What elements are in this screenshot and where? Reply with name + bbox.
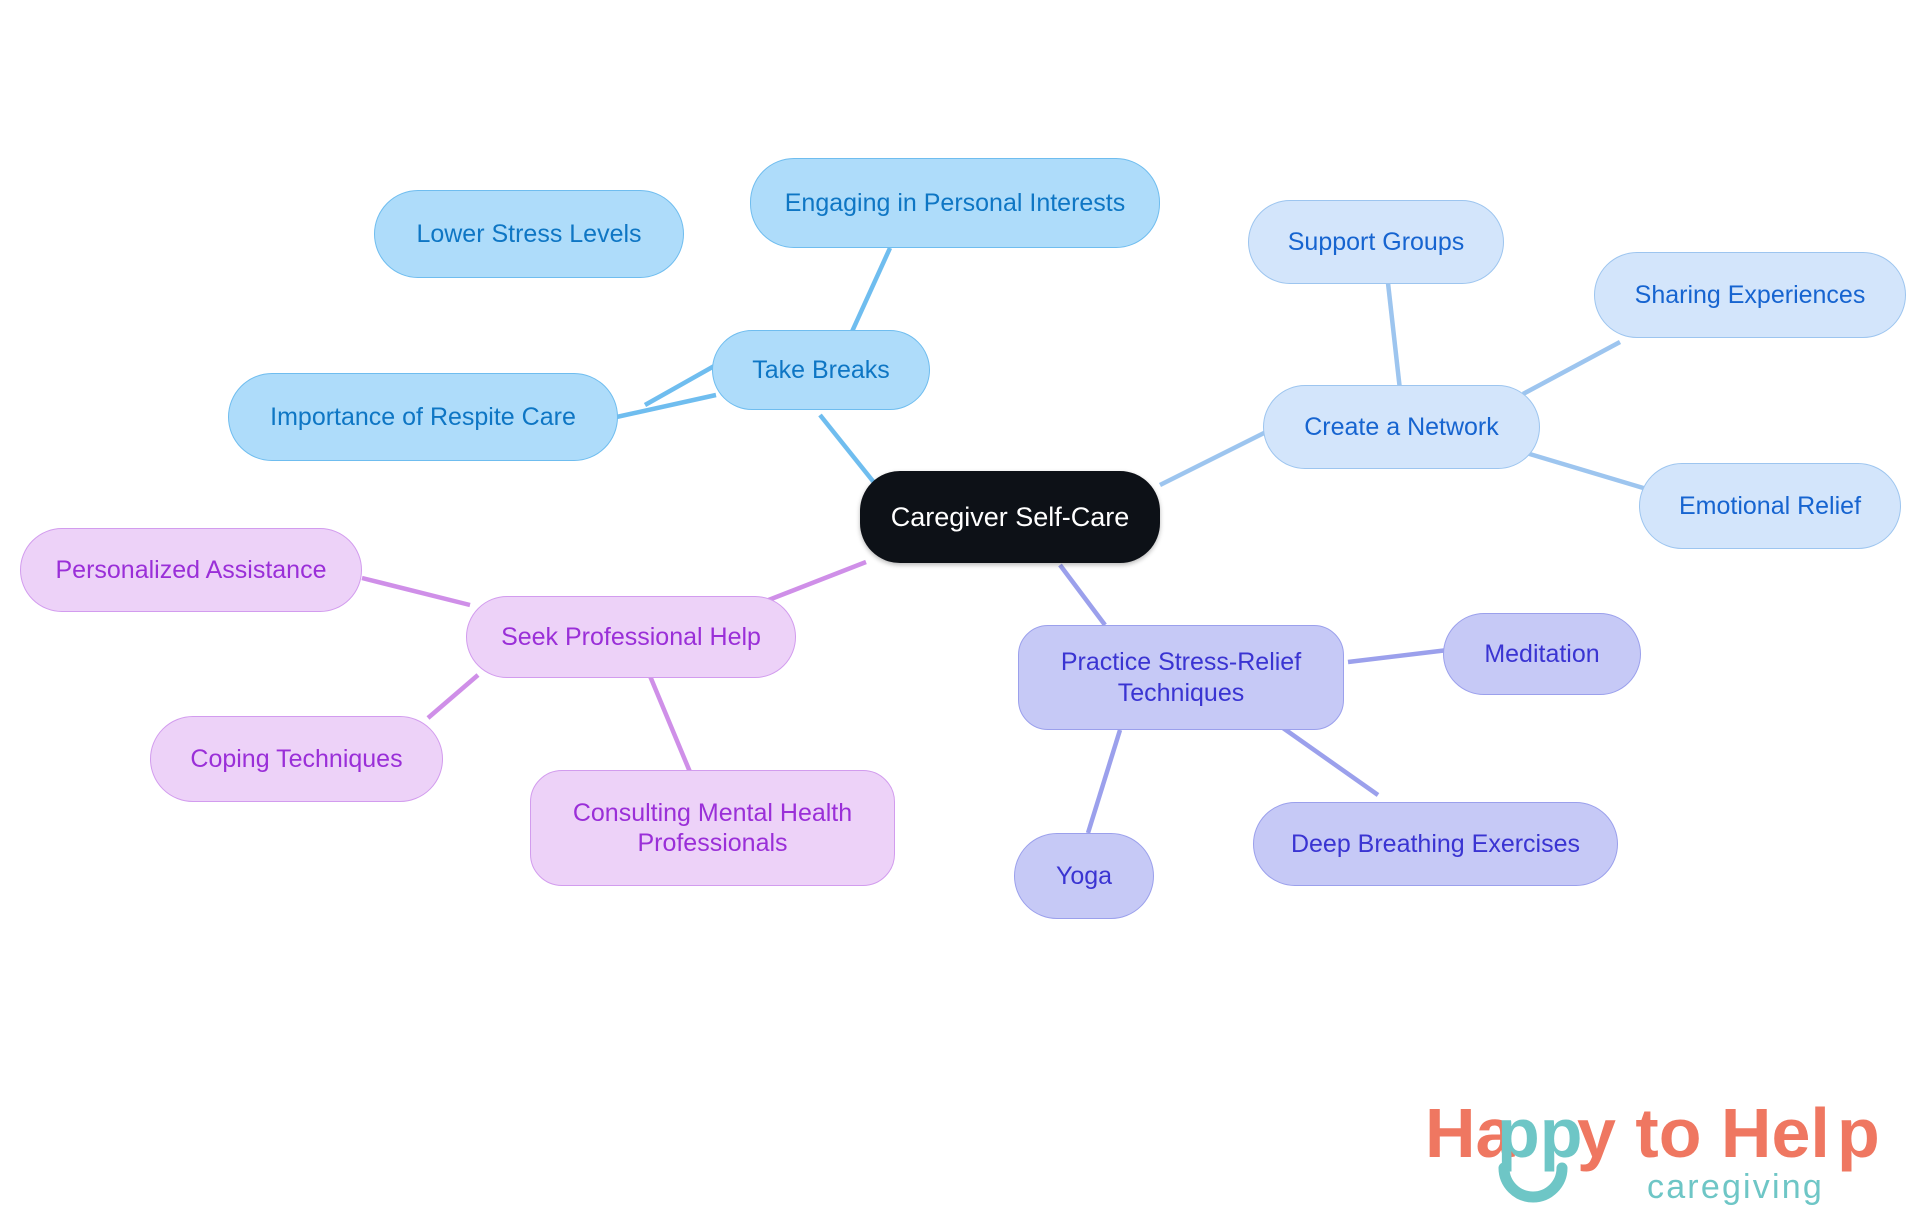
node-caregiver-self-care[interactable]: Caregiver Self-Care <box>860 471 1160 563</box>
node-consulting-mental-health-professionals[interactable]: Consulting Mental Health Professionals <box>530 770 895 886</box>
edge-take-breaks-lower-stress-levels <box>643 363 718 407</box>
node-label: Coping Techniques <box>190 744 403 773</box>
logo-wordmark-part2: pp <box>1497 1094 1583 1172</box>
edge-root-take-breaks <box>818 413 882 492</box>
node-take-breaks[interactable]: Take Breaks <box>712 330 930 410</box>
node-support-groups[interactable]: Support Groups <box>1248 200 1504 284</box>
edge-root-create-a-network <box>1158 427 1272 488</box>
happy-to-help-logo: Ha pp y to Hel p caregiving <box>1425 1094 1880 1205</box>
node-label: Create a Network <box>1304 412 1499 441</box>
logo-wordmark-part4: p <box>1837 1094 1880 1172</box>
node-label: Yoga <box>1055 861 1113 890</box>
node-label: Take Breaks <box>752 355 890 384</box>
edge-root-practice-stress-relief-techniques <box>1058 563 1107 627</box>
node-label: Practice Stress-Relief Techniques <box>1060 648 1302 707</box>
node-label: Caregiver Self-Care <box>890 501 1130 532</box>
node-deep-breathing-exercises[interactable]: Deep Breathing Exercises <box>1253 802 1618 886</box>
node-label: Meditation <box>1484 639 1600 668</box>
edge-create-a-network-emotional-relief <box>1522 449 1651 493</box>
node-personalized-assistance[interactable]: Personalized Assistance <box>20 528 362 612</box>
node-lower-stress-levels[interactable]: Lower Stress Levels <box>374 190 684 278</box>
edge-create-a-network-sharing-experiences <box>1521 340 1622 396</box>
edge-practice-stress-relief-techniques-deep-breathing-exercises <box>1281 726 1380 797</box>
node-label: Personalized Assistance <box>55 555 327 584</box>
node-label: Support Groups <box>1287 227 1465 256</box>
node-sharing-experiences[interactable]: Sharing Experiences <box>1594 252 1906 338</box>
node-emotional-relief[interactable]: Emotional Relief <box>1639 463 1901 549</box>
node-label: Seek Professional Help <box>501 622 761 651</box>
node-coping-techniques[interactable]: Coping Techniques <box>150 716 443 802</box>
node-practice-stress-relief-techniques[interactable]: Practice Stress-Relief Techniques <box>1018 625 1344 730</box>
node-meditation[interactable]: Meditation <box>1443 613 1641 695</box>
logo-wordmark-part3: y to Hel <box>1577 1094 1830 1172</box>
edge-seek-professional-help-coping-techniques <box>426 673 480 720</box>
node-label: Engaging in Personal Interests <box>784 188 1126 217</box>
node-engaging-in-personal-interests[interactable]: Engaging in Personal Interests <box>750 158 1160 248</box>
node-label: Importance of Respite Care <box>270 402 576 431</box>
node-seek-professional-help[interactable]: Seek Professional Help <box>466 596 796 678</box>
smile-arc-icon <box>1498 1162 1568 1203</box>
node-label: Deep Breathing Exercises <box>1290 829 1581 858</box>
edge-practice-stress-relief-techniques-yoga <box>1085 729 1123 834</box>
edge-seek-professional-help-consulting-mental-health-professionals <box>647 675 693 773</box>
node-importance-of-respite-care[interactable]: Importance of Respite Care <box>228 373 618 461</box>
node-create-a-network[interactable]: Create a Network <box>1263 385 1540 469</box>
node-label: Consulting Mental Health Professionals <box>572 798 853 858</box>
logo-wordmark-part1: Ha <box>1425 1094 1516 1172</box>
edge-practice-stress-relief-techniques-meditation <box>1347 647 1449 665</box>
node-label: Lower Stress Levels <box>416 219 642 248</box>
logo-tagline: caregiving <box>1647 1168 1824 1205</box>
node-label: Emotional Relief <box>1678 491 1862 520</box>
edge-seek-professional-help-personalized-assistance <box>361 575 471 608</box>
edge-take-breaks-importance-of-respite-care <box>611 392 717 421</box>
node-yoga[interactable]: Yoga <box>1014 833 1154 919</box>
node-label: Sharing Experiences <box>1634 280 1866 309</box>
edge-create-a-network-support-groups <box>1385 282 1403 391</box>
